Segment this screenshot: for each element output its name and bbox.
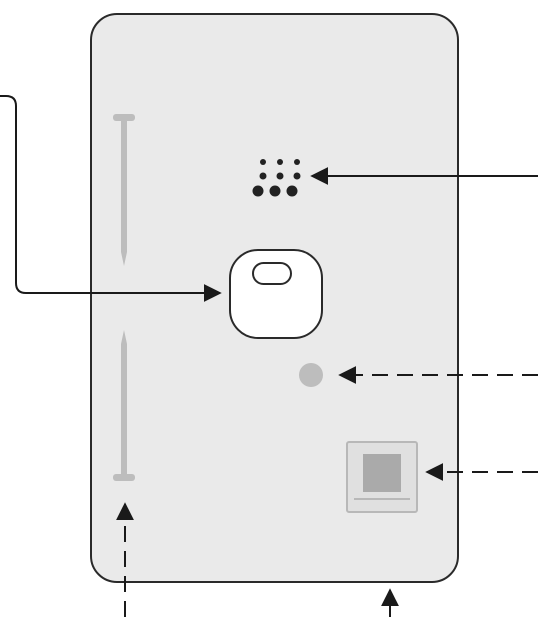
button-slot-icon xyxy=(252,262,292,285)
lower-pin-icon xyxy=(113,330,135,481)
main-button[interactable] xyxy=(229,249,323,339)
indicator-light-icon xyxy=(299,363,323,387)
sensor-window-icon xyxy=(346,441,418,513)
speaker-grille-dot-grid-icon xyxy=(252,159,301,197)
upper-pin-icon xyxy=(113,114,135,266)
callout-main-button xyxy=(0,95,222,302)
